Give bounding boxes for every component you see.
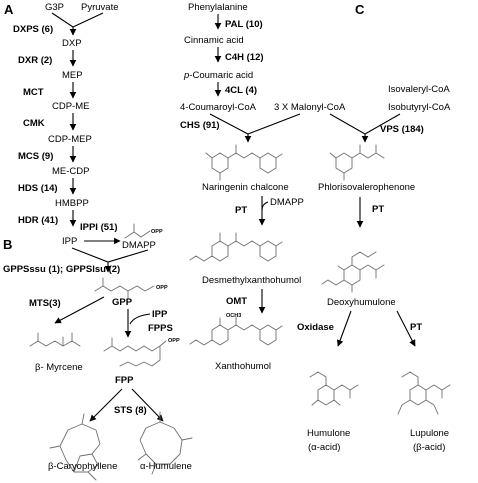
enzyme-fpps: FPPS bbox=[148, 323, 173, 334]
dxp-label: DXP bbox=[62, 38, 82, 49]
coumaric-acid-label: p-Coumaric acid bbox=[183, 70, 253, 81]
caryophyllene-label: β-Caryophyllene bbox=[48, 461, 117, 472]
dmapp-label: DMAPP bbox=[122, 240, 156, 251]
naringenin-label: Naringenin chalcone bbox=[202, 182, 289, 193]
panel-label-b: B bbox=[3, 237, 12, 252]
humulone-sublabel: (α-acid) bbox=[308, 442, 340, 453]
mep-label: MEP bbox=[62, 70, 83, 81]
dmapp-structure bbox=[124, 223, 151, 239]
fpp-label: FPP bbox=[115, 375, 134, 386]
enzyme-omt: OMT bbox=[226, 296, 247, 307]
ipp-label: IPP bbox=[62, 236, 77, 247]
gpp-structure bbox=[94, 277, 155, 300]
panel-b-terpene-pathway: GPPSssu (1); GPPSlsu (2) OPP GPP MTS(3) … bbox=[3, 247, 193, 481]
isovaleryl-coa-label: Isovaleryl-CoA bbox=[388, 84, 450, 95]
arrow-gpp-myrcene bbox=[54, 296, 105, 324]
humulene-structure bbox=[137, 411, 193, 475]
panel-label-c: C bbox=[355, 2, 365, 17]
desmethylxanthohumol-structure bbox=[189, 232, 283, 262]
enzyme-c4h: C4H (12) bbox=[225, 52, 264, 63]
enzyme-ippi: IPPI (51) bbox=[80, 222, 118, 233]
naringenin-structure bbox=[205, 144, 283, 181]
och3-label: OCH3 bbox=[226, 313, 241, 319]
panel-c-bitter-acid-pathway: Isovaleryl-CoA Isobutyryl-CoA VPS (184) … bbox=[297, 84, 451, 453]
coumaroyl-coa-label: 4-Coumaroyl-CoA bbox=[180, 102, 257, 113]
ipp-join-arc bbox=[129, 313, 151, 325]
dmapp-center-label: DMAPP bbox=[270, 197, 304, 208]
enzyme-pt-c2: PT bbox=[410, 322, 422, 333]
enzyme-gpps: GPPSssu (1); GPPSlsu (2) bbox=[3, 264, 120, 275]
myrcene-label: β- Myrcene bbox=[35, 362, 83, 373]
g3p-pyruvate-merge bbox=[51, 12, 104, 28]
xanthohumol-label: Xanthohumol bbox=[215, 361, 271, 372]
enzyme-sts: STS (8) bbox=[114, 405, 147, 416]
fpp-chain-structure bbox=[103, 337, 167, 367]
myrcene-structure bbox=[29, 332, 81, 347]
enzyme-mct: MCT bbox=[23, 87, 44, 98]
phlorisovalerophenone-label: Phlorisovalerophenone bbox=[318, 182, 415, 193]
arrow-fpp-humulene bbox=[131, 388, 164, 422]
enzyme-mts: MTS(3) bbox=[29, 298, 61, 309]
arrow-fpp-caryophyllene bbox=[89, 388, 123, 422]
malonyl-coa-label: 3 X Malonyl-CoA bbox=[274, 102, 346, 113]
humulone-structure bbox=[309, 371, 359, 406]
enzyme-4cl: 4CL (4) bbox=[225, 85, 257, 96]
g3p-label: G3P bbox=[45, 2, 64, 13]
enzyme-chs: CHS (91) bbox=[180, 120, 220, 131]
lupulone-structure bbox=[397, 371, 451, 415]
enzyme-vps: VPS (184) bbox=[380, 124, 424, 135]
phlorisovalerophenone-structure bbox=[329, 144, 385, 181]
isobutyryl-coa-label: Isobutyryl-CoA bbox=[388, 102, 451, 113]
enzyme-mcs: MCS (9) bbox=[18, 151, 53, 162]
cdp-mep-label: CDP-MEP bbox=[48, 134, 92, 145]
desmethylxanthohumol-label: Desmethylxanthohumol bbox=[202, 275, 301, 286]
enzyme-pal: PAL (10) bbox=[225, 19, 263, 30]
dmapp-join-arc bbox=[261, 201, 269, 211]
arrow-to-lupulone bbox=[396, 310, 416, 347]
me-cdp-label: ME-CDP bbox=[52, 166, 89, 177]
enzyme-dxps: DXPS (6) bbox=[13, 24, 53, 35]
dmapp-opp-label: OPP bbox=[151, 229, 163, 235]
lupulone-label: Lupulone bbox=[410, 428, 449, 439]
fpp-opp-label: OPP bbox=[168, 338, 180, 344]
gpp-opp-label: OPP bbox=[156, 285, 168, 291]
enzyme-hdr: HDR (41) bbox=[18, 215, 58, 226]
humulone-label: Humulone bbox=[307, 428, 350, 439]
ipp-b-label: IPP bbox=[152, 309, 168, 320]
enzyme-pt-c: PT bbox=[372, 204, 384, 215]
enzyme-cmk: CMK bbox=[23, 118, 45, 129]
enzyme-pt-center: PT bbox=[235, 205, 247, 216]
caryophyllene-structure bbox=[49, 413, 101, 481]
lupulone-sublabel: (β-acid) bbox=[413, 442, 445, 453]
enzyme-oxidase: Oxidase bbox=[297, 322, 334, 333]
enzyme-dxr: DXR (2) bbox=[18, 55, 52, 66]
arrow-to-humulone bbox=[336, 310, 352, 347]
enzyme-hds: HDS (14) bbox=[18, 183, 58, 194]
panel-label-a: A bbox=[4, 2, 14, 17]
panel-center-xanthohumol-pathway: Phenylalanine PAL (10) Cinnamic acid C4H… bbox=[180, 2, 346, 372]
humulene-label: α-Humulene bbox=[140, 461, 192, 472]
coumaric-acid-text: -Coumaric acid bbox=[189, 70, 253, 81]
para-prefix: p bbox=[183, 70, 189, 81]
cinnamic-acid-label: Cinnamic acid bbox=[184, 35, 244, 46]
hmbpp-label: HMBPP bbox=[55, 198, 89, 209]
phenylalanine-label: Phenylalanine bbox=[188, 2, 248, 13]
deoxyhumulone-label: Deoxyhumulone bbox=[327, 297, 396, 308]
pyruvate-label: Pyruvate bbox=[81, 2, 119, 13]
panel-a-mep-pathway: G3P Pyruvate DXPS (6) DXP DXR (2) MEP MC… bbox=[13, 2, 163, 251]
gpp-label: GPP bbox=[112, 297, 133, 308]
chs-merge bbox=[209, 113, 301, 135]
cdp-me-label: CDP-ME bbox=[52, 101, 89, 112]
deoxyhumulone-structure bbox=[321, 251, 385, 293]
xanthohumol-structure bbox=[189, 316, 283, 346]
